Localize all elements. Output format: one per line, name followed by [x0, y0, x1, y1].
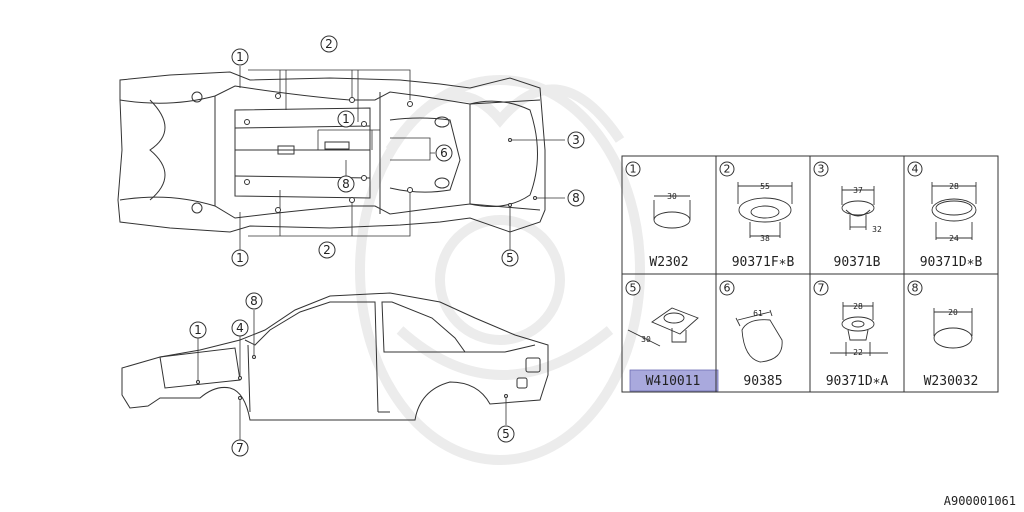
- svg-text:90371D∗B: 90371D∗B: [920, 255, 983, 270]
- svg-text:5: 5: [630, 282, 637, 295]
- svg-text:W230032: W230032: [924, 374, 979, 389]
- svg-text:3: 3: [572, 133, 580, 147]
- svg-text:5: 5: [502, 427, 510, 441]
- parts-legend-table: 1 30 W2302 2 55 38 90371F∗B 3: [621, 155, 999, 393]
- svg-text:8: 8: [572, 191, 580, 205]
- svg-text:37: 37: [853, 186, 863, 195]
- callout-6: 6: [435, 144, 453, 162]
- callout-5-side: 5: [497, 425, 515, 443]
- clip-icon-5: [627, 307, 699, 347]
- diagram-reference-id: A900001061: [943, 494, 1016, 508]
- svg-text:90371B: 90371B: [834, 255, 881, 270]
- underbody-leaders: [239, 66, 565, 250]
- callout-2-top: 2: [320, 35, 338, 53]
- callout-8-side: 8: [245, 292, 263, 310]
- svg-text:32: 32: [872, 225, 882, 234]
- svg-text:1: 1: [630, 163, 637, 176]
- plug-icon-1: [653, 195, 691, 229]
- callout-2-bottom: 2: [318, 241, 336, 259]
- part-cell-4[interactable]: 4 28 24 90371D∗B: [907, 161, 983, 270]
- callout-1-center: 1: [337, 110, 355, 128]
- svg-text:28: 28: [949, 182, 959, 191]
- callout-3: 3: [567, 131, 585, 149]
- callout-8-center: 8: [337, 175, 355, 193]
- svg-text:90385: 90385: [743, 374, 782, 389]
- svg-text:7: 7: [236, 441, 244, 455]
- svg-text:6: 6: [440, 146, 448, 160]
- svg-text:W410011: W410011: [646, 374, 701, 389]
- svg-text:30: 30: [641, 335, 651, 344]
- svg-text:2: 2: [724, 163, 731, 176]
- svg-text:2: 2: [323, 243, 331, 257]
- side-plug-dots: [196, 355, 508, 400]
- svg-text:1: 1: [236, 251, 244, 265]
- svg-text:38: 38: [760, 234, 770, 243]
- svg-text:4: 4: [236, 321, 244, 335]
- plug-icon-3: [841, 186, 875, 230]
- callout-5-top: 5: [501, 249, 519, 267]
- callout-1-bottom: 1: [231, 249, 249, 267]
- plug-icon-7: [830, 302, 888, 356]
- svg-text:5: 5: [506, 251, 514, 265]
- svg-text:1: 1: [342, 112, 350, 126]
- callout-1-top: 1: [231, 48, 249, 66]
- svg-text:8: 8: [912, 282, 919, 295]
- svg-text:1: 1: [194, 323, 202, 337]
- underbody-drawing: [117, 71, 546, 233]
- part-5-highlight: [629, 369, 719, 392]
- callout-1-side: 1: [189, 321, 207, 339]
- svg-text:4: 4: [912, 163, 919, 176]
- svg-text:90371F∗B: 90371F∗B: [732, 255, 795, 270]
- callout-8-right: 8: [567, 189, 585, 207]
- part-cell-3[interactable]: 3 37 32 90371B: [813, 161, 882, 270]
- svg-text:8: 8: [342, 177, 350, 191]
- svg-text:7: 7: [818, 282, 825, 295]
- part-cell-6[interactable]: 6 61 90385: [719, 280, 783, 389]
- svg-text:2: 2: [325, 37, 333, 51]
- svg-text:28: 28: [853, 302, 863, 311]
- plug-icon-4: [931, 182, 977, 240]
- svg-text:20: 20: [948, 308, 958, 317]
- svg-text:24: 24: [949, 234, 959, 243]
- part-cell-5[interactable]: 5 30 W410011: [625, 280, 701, 389]
- part-cell-7[interactable]: 7 28 22 90371D∗A: [813, 280, 889, 389]
- part-cell-2[interactable]: 2 55 38 90371F∗B: [719, 161, 795, 270]
- underbody-plug-dots: [244, 93, 537, 213]
- svg-text:55: 55: [760, 182, 770, 191]
- pad-icon-6: [735, 309, 783, 363]
- svg-text:8: 8: [250, 294, 258, 308]
- plug-icon-2: [737, 182, 793, 238]
- svg-text:90371D∗A: 90371D∗A: [826, 374, 889, 389]
- callout-7-side: 7: [231, 439, 249, 457]
- svg-text:1: 1: [236, 50, 244, 64]
- svg-text:3: 3: [818, 163, 825, 176]
- side-callouts: 1 4 8 7 5: [189, 292, 515, 457]
- side-body-drawing: [121, 292, 549, 421]
- svg-text:30: 30: [667, 192, 677, 201]
- svg-text:W2302: W2302: [649, 255, 688, 270]
- callout-4-side: 4: [231, 319, 249, 337]
- part-cell-8[interactable]: 8 20 W230032: [907, 280, 979, 389]
- svg-text:61: 61: [753, 309, 763, 318]
- underbody-callouts: 1 2 1 6 8 3 8 1 2 5: [231, 35, 585, 267]
- svg-text:6: 6: [724, 282, 731, 295]
- part-cell-1[interactable]: 1 30 W2302: [625, 161, 691, 270]
- plug-icon-8: [933, 308, 973, 349]
- side-leaders: [197, 310, 507, 440]
- svg-text:22: 22: [853, 348, 863, 357]
